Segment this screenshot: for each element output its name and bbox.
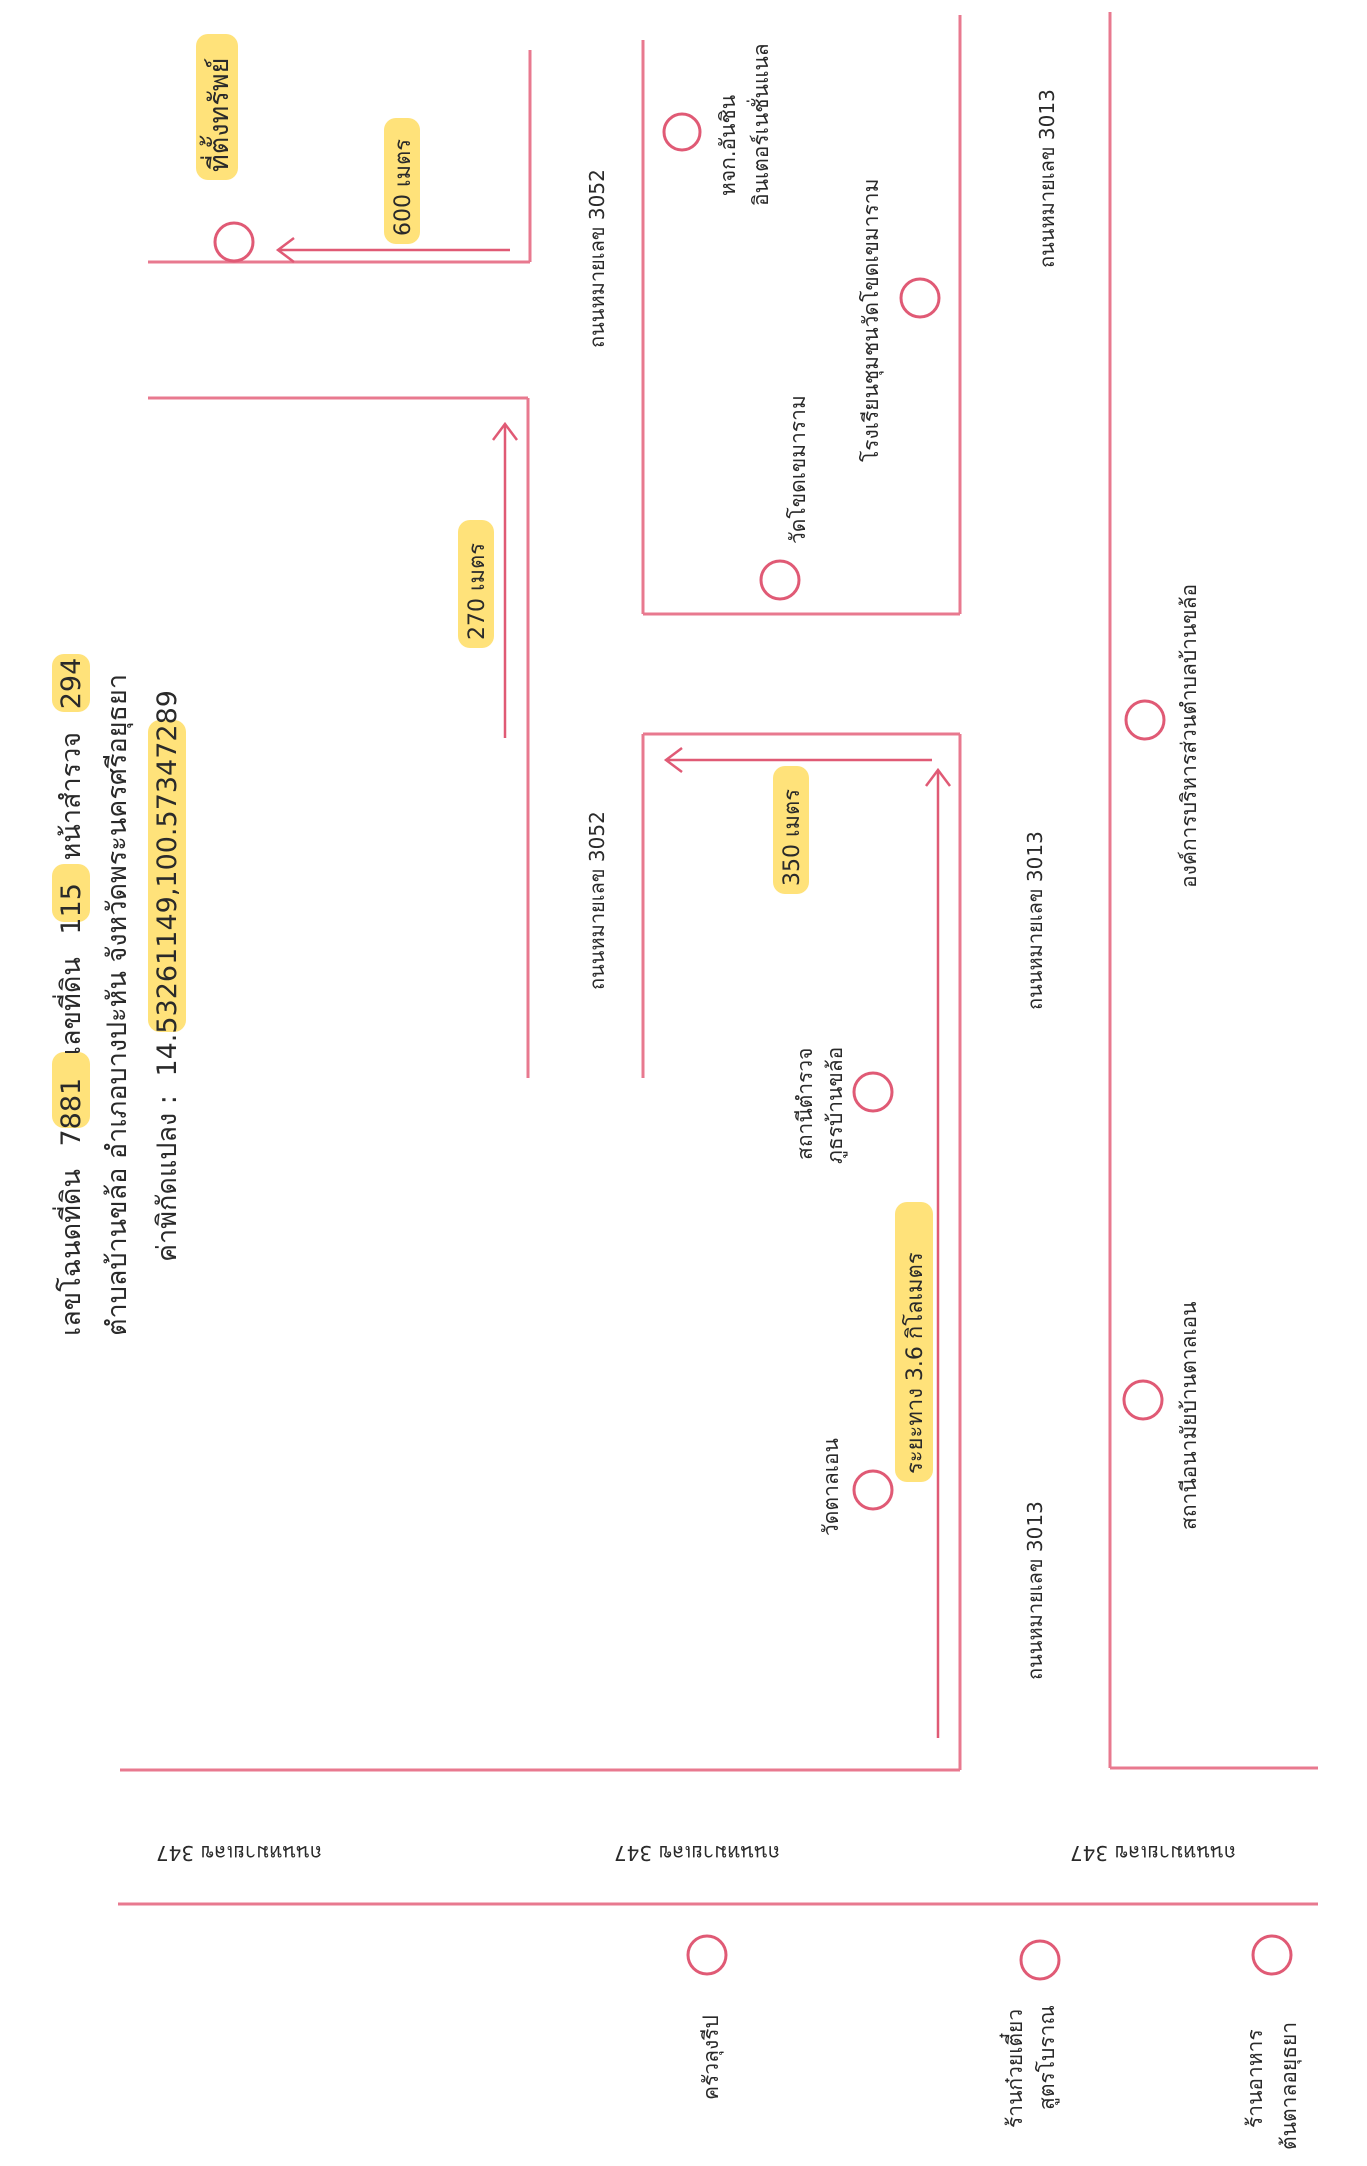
highlight [895, 1202, 933, 1482]
poi-label-restaurant: ต้นตาลอยุธยา [1277, 2022, 1302, 2150]
poi-label-kitchen: ครัวลุงรีป [699, 2015, 724, 2100]
highlight [773, 766, 809, 894]
deed-label: เลขโฉนดที่ดิน [52, 1169, 87, 1336]
arrowhead [925, 767, 951, 787]
distance-270m: 270 เมตร [465, 543, 490, 640]
noodle-marker [1019, 1939, 1061, 1981]
police-marker [852, 1071, 894, 1113]
highlight [384, 118, 420, 244]
highlight [148, 720, 186, 1032]
poi-label-otop: หจก.อันชิน [716, 95, 740, 196]
health-marker [1122, 1379, 1164, 1421]
survey-label: หน้าสำรวจ [56, 732, 87, 861]
highlight [196, 34, 238, 180]
coords-value: 14.53261149,100.57347289 [152, 690, 183, 1077]
temple-tan-marker [852, 1469, 894, 1511]
otop-marker [662, 112, 702, 152]
arrowhead [275, 237, 295, 263]
distance-350m: 350 เมตร [780, 789, 805, 886]
poi-label-noodle: สูตรโบราณ [1035, 2005, 1060, 2110]
target-marker [213, 221, 255, 263]
road-label-347: ถนนหมายเลข 347 [156, 1841, 322, 1865]
coords-label: ค่าพิกัดแปลง : [152, 1095, 183, 1262]
road-label-347: ถนนหมายเลข 347 [614, 1841, 780, 1865]
poi-label-otop: อินเตอร์เนชั่นแนล [746, 43, 773, 206]
arrowhead [663, 747, 683, 773]
highlight [52, 1052, 90, 1128]
poi-label-police: สถานีตำรวจ [793, 1048, 817, 1161]
temple-khot-marker [759, 559, 801, 601]
road-label-3013: ถนนหมายเลข 3013 [1035, 89, 1059, 268]
highlights [52, 34, 933, 1482]
poi-label-school: โรงเรียนชุมชนวัดโขดเขมาราม [859, 179, 884, 462]
target-label: ที่ตั้งทรัพย์ [199, 58, 235, 172]
land-label: เลขที่ดิน [52, 957, 87, 1055]
road-label-3013: ถนนหมายเลข 3013 [1023, 1501, 1047, 1680]
highlight [458, 520, 494, 648]
header-line-2: ตำบลบ้านขล้อ อำเภอบางปะหัน จังหวัดพระนคร… [102, 674, 134, 1336]
road-network [118, 12, 1318, 1906]
poi-label-sao: องค์การบริหารส่วนตำบลบ้านขล้อ [1177, 584, 1201, 888]
road-label-3013: ถนนหมายเลข 3013 [1023, 831, 1047, 1010]
route-arrows [275, 237, 951, 1738]
survey-number: 294 [56, 658, 87, 710]
land-number: 115 [56, 883, 87, 935]
road-label-347: ถนนหมายเลข 347 [1070, 1841, 1236, 1865]
poi-label-temple-khot: วัดโขดเขมาราม [786, 395, 810, 544]
poi-label-noodle: ร้านก๋วยเตี๋ยว [999, 2009, 1027, 2128]
sao-marker [1124, 699, 1166, 741]
school-marker [899, 277, 941, 319]
header-line-3: ค่าพิกัดแปลง : 14.53261149,100.57347289 [152, 690, 183, 1262]
highlight [52, 864, 90, 922]
poi-markers [213, 112, 1293, 1981]
kitchen-marker [686, 1934, 728, 1976]
distance-3-6km: ระยะทาง 3.6 กิโลเมตร [902, 1252, 928, 1474]
deed-number: 7881 [56, 1078, 87, 1147]
arrowhead [492, 421, 518, 441]
road-label-3052: ถนนหมายเลข 3052 [585, 169, 609, 348]
highlight [52, 654, 90, 712]
restaurant-marker [1251, 1934, 1293, 1976]
poi-label-health: สถานีอนามัยบ้านตาลเอน [1177, 1301, 1201, 1530]
distance-600m: 600 เมตร [391, 139, 416, 236]
poi-label-temple-tan: วัดตาลเอน [819, 1438, 843, 1536]
poi-label-restaurant: ร้านอาหาร [1243, 2029, 1267, 2128]
poi-label-police: ภูธรบ้านขล้อ [823, 1047, 848, 1164]
road-label-3052: ถนนหมายเลข 3052 [585, 811, 609, 990]
header-line-1: เลขโฉนดที่ดิน 7881 เลขที่ดิน 115 หน้าสำร… [52, 658, 87, 1336]
